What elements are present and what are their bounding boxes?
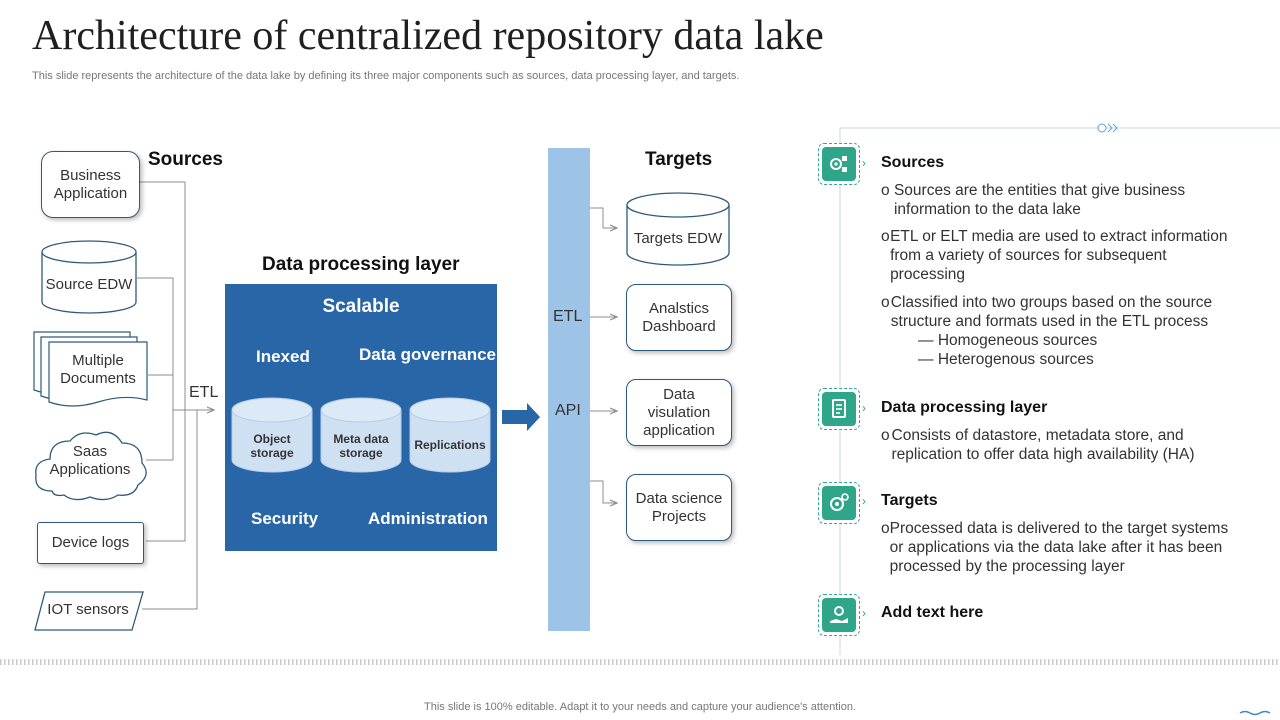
database-icon [409, 397, 491, 473]
database-icon [320, 397, 402, 473]
dpl-administration: Administration [368, 509, 488, 528]
hand-gear-icon [822, 598, 856, 632]
integration-bar [548, 148, 590, 631]
source-business-application[interactable]: Business Application [41, 151, 140, 218]
page-subtitle: This slide represents the architecture o… [32, 70, 740, 82]
target-label: Data visulation application [643, 385, 715, 439]
document-chip-icon [822, 392, 856, 426]
database-icon [626, 192, 730, 266]
cloud-icon [35, 431, 147, 501]
bar-api-label: API [555, 402, 581, 419]
targets-heading: Targets [645, 149, 713, 170]
source-label: IOT sensors [47, 601, 129, 618]
panel-subbullet: — Heterogenous sources [918, 351, 1094, 368]
source-label: Source EDW [45, 276, 133, 293]
add-text-icon-frame [818, 594, 860, 636]
target-edw-cylinder[interactable]: Targets EDW [625, 191, 733, 269]
page-title: Architecture of centralized repository d… [32, 13, 824, 59]
replications-cylinder: Replications [408, 396, 492, 474]
panel-add-text-heading[interactable]: Add text here [881, 604, 984, 621]
store-label: Object storage [250, 432, 294, 460]
source-label: Device logs [51, 534, 130, 551]
parallelogram-shape [34, 591, 144, 631]
gear-grid-icon [822, 147, 856, 181]
targets-icon-frame [818, 482, 860, 524]
source-saas-applications[interactable]: Saas Applications [30, 425, 150, 503]
panel-sources-heading: Sources [881, 154, 945, 171]
target-label: Targets EDW [633, 230, 723, 247]
target-gears-icon [822, 486, 856, 520]
target-data-science-projects[interactable]: Data science Projects [626, 474, 732, 541]
source-label: Multiple Documents [60, 352, 136, 387]
bar-etl-label: ETL [553, 308, 583, 325]
dpl-data-governance: Data governance [359, 345, 496, 364]
sources-icon-frame [818, 143, 860, 185]
source-multiple-documents[interactable]: Multiple Documents [32, 330, 152, 414]
source-iot-sensors[interactable]: IOT sensors [33, 590, 145, 632]
dpl-security: Security [251, 509, 319, 528]
panel-targets-heading: Targets [881, 492, 938, 509]
dpl-icon-frame [818, 388, 860, 430]
chevron-right-icon: › [862, 606, 866, 620]
source-edw-cylinder[interactable]: Source EDW [40, 240, 140, 316]
chevron-right-icon: › [862, 401, 866, 415]
chevron-right-icon: › [862, 156, 866, 170]
data-processing-layer-block: Scalable Inexed Data governance Object s… [225, 284, 497, 551]
panel-dpl-heading: Data processing layer [881, 399, 1048, 416]
database-icon [231, 397, 313, 473]
source-device-logs[interactable]: Device logs [37, 522, 144, 564]
documents-icon [33, 331, 148, 407]
footer-note: This slide is 100% editable. Adapt it to… [424, 701, 856, 713]
target-data-visualization[interactable]: Data visulation application [626, 379, 732, 446]
etl-label: ETL [189, 384, 219, 401]
source-label: Saas Applications [49, 443, 131, 478]
metadata-storage-cylinder: Meta data storage [319, 396, 403, 474]
dpl-inexed: Inexed [256, 347, 310, 366]
target-analytics-dashboard[interactable]: Analstics Dashboard [626, 284, 732, 351]
chevron-right-icon: › [862, 494, 866, 508]
dpl-heading: Data processing layer [262, 254, 460, 275]
object-storage-cylinder: Object storage [230, 396, 314, 474]
sources-heading: Sources [148, 149, 223, 170]
database-icon [41, 240, 137, 314]
store-label: Replications [414, 438, 486, 452]
target-label: Analstics Dashboard [642, 299, 716, 335]
panel-subbullet: — Homogeneous sources [918, 332, 1098, 349]
source-label: Business Application [53, 166, 128, 202]
dpl-scalable: Scalable [322, 296, 400, 317]
store-label: Meta data storage [333, 432, 389, 460]
target-label: Data science Projects [635, 489, 723, 525]
